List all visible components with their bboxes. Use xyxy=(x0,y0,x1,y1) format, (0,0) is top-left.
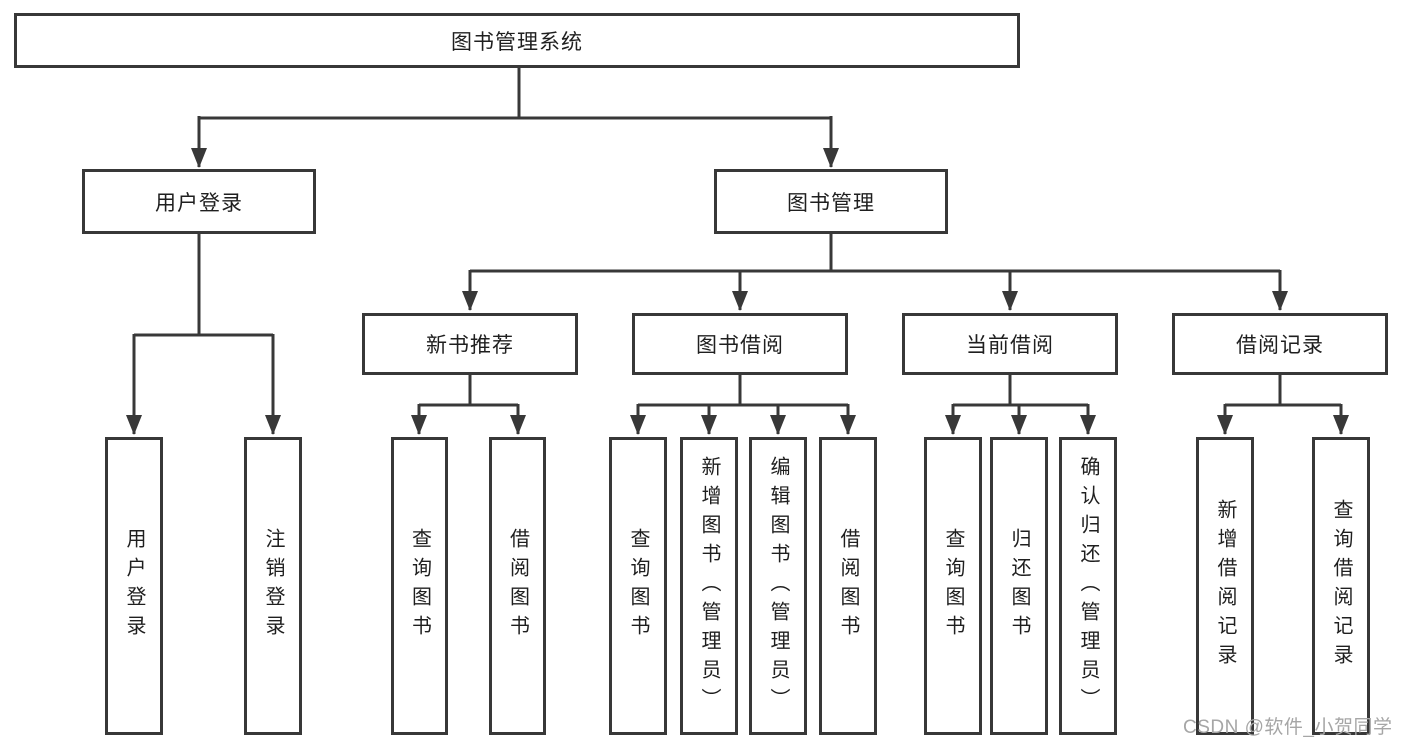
leaf-current-query-books-label: 查询图书 xyxy=(942,528,964,644)
leaf-borrowing-add-books-admin: 新增图书（管理员） xyxy=(680,437,738,735)
edge-user-login-trunk xyxy=(134,234,273,337)
leaf-user-login: 用户登录 xyxy=(105,437,163,735)
edge-book-management-trunk xyxy=(470,234,1280,273)
edge-records-trunk xyxy=(1225,375,1341,407)
node-borrowing-records: 借阅记录 xyxy=(1172,313,1388,375)
leaf-borrowing-borrow-books-label: 借阅图书 xyxy=(837,528,859,644)
leaf-recommend-borrow-books: 借阅图书 xyxy=(489,437,546,735)
leaf-borrowing-borrow-books: 借阅图书 xyxy=(819,437,877,735)
leaf-borrowing-query-books-label: 查询图书 xyxy=(627,528,649,644)
leaf-records-add-record: 新增借阅记录 xyxy=(1196,437,1254,735)
leaf-recommend-query-books-label: 查询图书 xyxy=(408,528,431,644)
node-root-library-management-system: 图书管理系统 xyxy=(14,13,1020,68)
leaf-borrowing-edit-books-admin: 编辑图书（管理员） xyxy=(749,437,807,735)
leaf-logout-label: 注销登录 xyxy=(262,528,284,644)
leaf-current-confirm-return-admin-label: 确认归还（管理员） xyxy=(1077,455,1099,717)
node-new-book-recommend: 新书推荐 xyxy=(362,313,578,375)
leaf-user-login-label: 用户登录 xyxy=(123,528,145,644)
node-current-borrowing: 当前借阅 xyxy=(902,313,1118,375)
leaf-borrowing-add-books-admin-label: 新增图书（管理员） xyxy=(698,455,720,717)
leaf-logout: 注销登录 xyxy=(244,437,302,735)
leaf-recommend-borrow-books-label: 借阅图书 xyxy=(506,528,529,644)
leaf-borrowing-query-books: 查询图书 xyxy=(609,437,667,735)
edge-borrowing-trunk xyxy=(638,375,848,407)
node-book-borrowing: 图书借阅 xyxy=(632,313,848,375)
leaf-records-query-record: 查询借阅记录 xyxy=(1312,437,1370,735)
edge-root-trunk xyxy=(199,68,831,120)
leaf-current-return-books: 归还图书 xyxy=(990,437,1048,735)
leaf-records-add-record-label: 新增借阅记录 xyxy=(1214,499,1236,673)
csdn-watermark: CSDN @软件_小贺同学 xyxy=(1183,717,1393,738)
leaf-current-query-books: 查询图书 xyxy=(924,437,982,735)
node-user-login: 用户登录 xyxy=(82,169,316,234)
leaf-current-return-books-label: 归还图书 xyxy=(1008,528,1030,644)
leaf-records-query-record-label: 查询借阅记录 xyxy=(1330,499,1352,673)
leaf-recommend-query-books: 查询图书 xyxy=(391,437,448,735)
node-book-management: 图书管理 xyxy=(714,169,948,234)
edge-current-trunk xyxy=(953,375,1088,407)
leaf-current-confirm-return-admin: 确认归还（管理员） xyxy=(1059,437,1117,735)
edge-recommend-trunk xyxy=(419,375,518,407)
leaf-borrowing-edit-books-admin-label: 编辑图书（管理员） xyxy=(767,455,789,717)
